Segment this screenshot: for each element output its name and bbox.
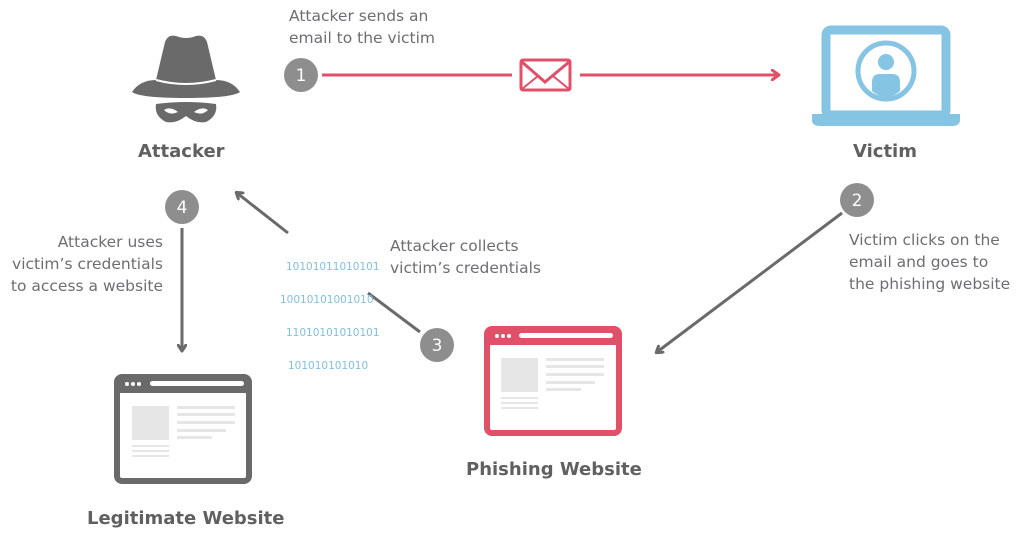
step3-label-line: victim’s credentials [390,259,541,277]
envelope-icon [519,58,572,92]
step1-badge: 1 [284,58,318,92]
binary-line: 11010101010101 [286,327,380,339]
victim-title: Victim [853,141,917,162]
binary-credentials: 10101011010101 10010101001010 1101010101… [280,240,380,383]
attacker-title: Attacker [138,141,225,162]
svg-text:3: 3 [432,336,443,356]
step3-arrow [237,193,289,235]
step4-label: Attacker uses victim’s credentials to ac… [0,231,163,297]
binary-line: 10101011010101 [286,261,380,273]
step2-badge: 2 [840,183,874,217]
legitimate-website-icon [114,374,252,484]
svg-text:1: 1 [296,66,307,86]
step1-label-line: Attacker sends an [289,7,429,25]
victim-icon [812,25,960,126]
binary-line: 10010101001010 [280,294,374,306]
step2-label: Victim clicks on the email and goes to t… [849,229,1010,295]
binary-line: 101010101010 [288,360,369,372]
step3-label: Attacker collects victim’s credentials [390,235,541,279]
step3-badge: 3 [420,328,454,362]
phishing-website-title: Phishing Website [466,459,642,480]
step1-label-line: email to the victim [289,29,436,47]
svg-text:4: 4 [177,198,188,218]
step2-label-line: the phishing website [849,275,1011,293]
step2-label-line: Victim clicks on the [849,231,1000,249]
attacker-icon [132,35,240,123]
step4-label-line: victim’s credentials [12,255,163,273]
step2-label-line: email and goes to [849,253,989,271]
step1-label: Attacker sends an email to the victim [289,5,435,49]
step3-line [367,291,421,334]
step3-label-line: Attacker collects [390,237,519,255]
step4-label-line: Attacker uses [57,233,163,251]
step2-arrow [657,211,843,352]
phishing-website-icon [484,326,622,436]
step4-label-line: to access a website [10,277,163,295]
svg-text:2: 2 [852,191,863,211]
step4-badge: 4 [165,190,199,224]
legitimate-website-title: Legitimate Website [87,508,285,529]
